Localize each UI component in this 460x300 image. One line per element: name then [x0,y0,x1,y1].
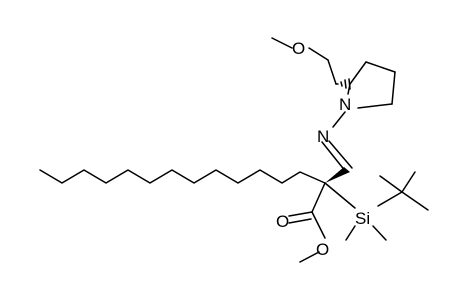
hashed-wedge-bond [335,78,351,90]
silicon-label: Si [355,209,370,228]
methoxymethyl-group [271,37,337,85]
alkyl-chain [39,169,326,184]
hydrazone-linkage [321,111,353,173]
ester-group [288,182,326,263]
carbonyl-oxygen-label: O [276,212,289,231]
bold-wedge-bond [325,167,350,183]
pyrrolidine-nitrogen-label: N [339,95,351,114]
tert-butyldimethylsilyl-group [324,171,429,241]
imine-nitrogen-label: N [317,127,329,146]
pyrrolidine-ring [347,61,396,109]
ester-oxygen-label: O [316,240,329,259]
methoxy-oxygen-label: O [292,39,305,58]
